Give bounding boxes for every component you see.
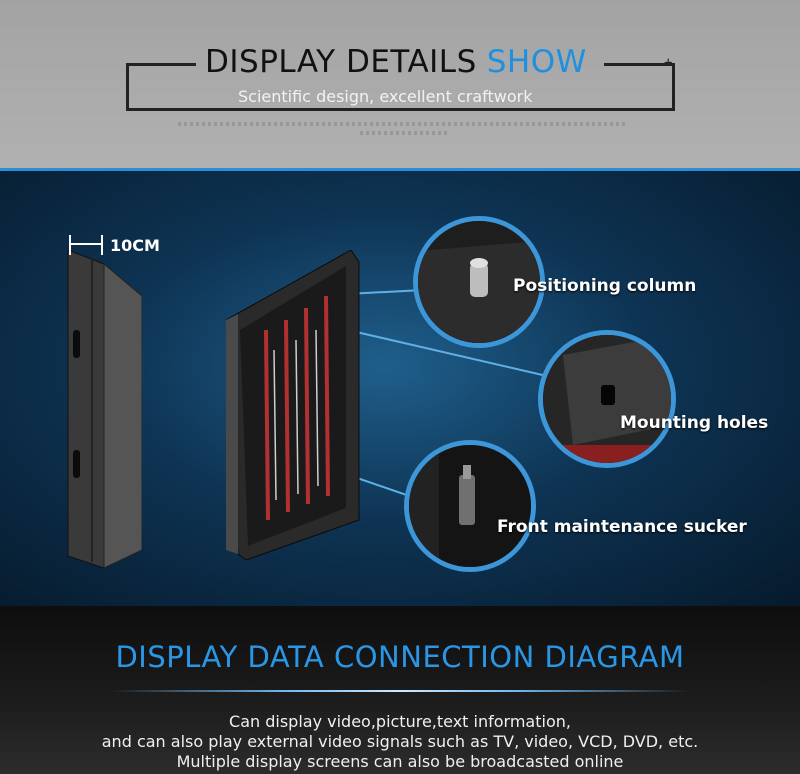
page-title-main: DISPLAY DETAILS	[205, 44, 477, 80]
dimension-tick-right	[101, 235, 103, 255]
zoom-front-maintenance-sucker	[404, 440, 536, 572]
page-subtitle: Scientific design, excellent craftwork	[238, 87, 533, 106]
top-banner	[0, 0, 800, 170]
dimension-arrow	[71, 243, 101, 245]
label-front-maintenance-sucker: Front maintenance sucker	[497, 517, 747, 537]
title-frame	[126, 63, 675, 111]
title-frame-top-left	[126, 63, 196, 66]
label-positioning-column: Positioning column	[513, 276, 697, 296]
decorative-fineprint-short	[360, 131, 450, 135]
connection-line-2: and can also play external video signals…	[101, 732, 699, 751]
page-title-accent: SHOW	[486, 44, 587, 80]
plus-icon: +	[664, 55, 673, 71]
glow-divider	[110, 690, 690, 692]
cabinet-side-view	[67, 250, 142, 568]
divider-line	[0, 168, 800, 171]
decorative-fineprint	[178, 122, 628, 126]
title-frame-top-right	[604, 63, 675, 66]
dimension-label: 10CM	[110, 236, 160, 255]
zoom-positioning-column	[413, 216, 545, 348]
connection-title: DISPLAY DATA CONNECTION DIAGRAM	[115, 640, 685, 674]
connection-line-3: Multiple display screens can also be bro…	[176, 752, 624, 771]
dimension-tick-left	[69, 235, 71, 255]
connection-line-1: Can display video,picture,text informati…	[229, 712, 571, 731]
cabinet-rear-view	[226, 250, 360, 560]
zoom-mounting-holes	[538, 330, 676, 468]
label-mounting-holes: Mounting holes	[620, 413, 769, 433]
